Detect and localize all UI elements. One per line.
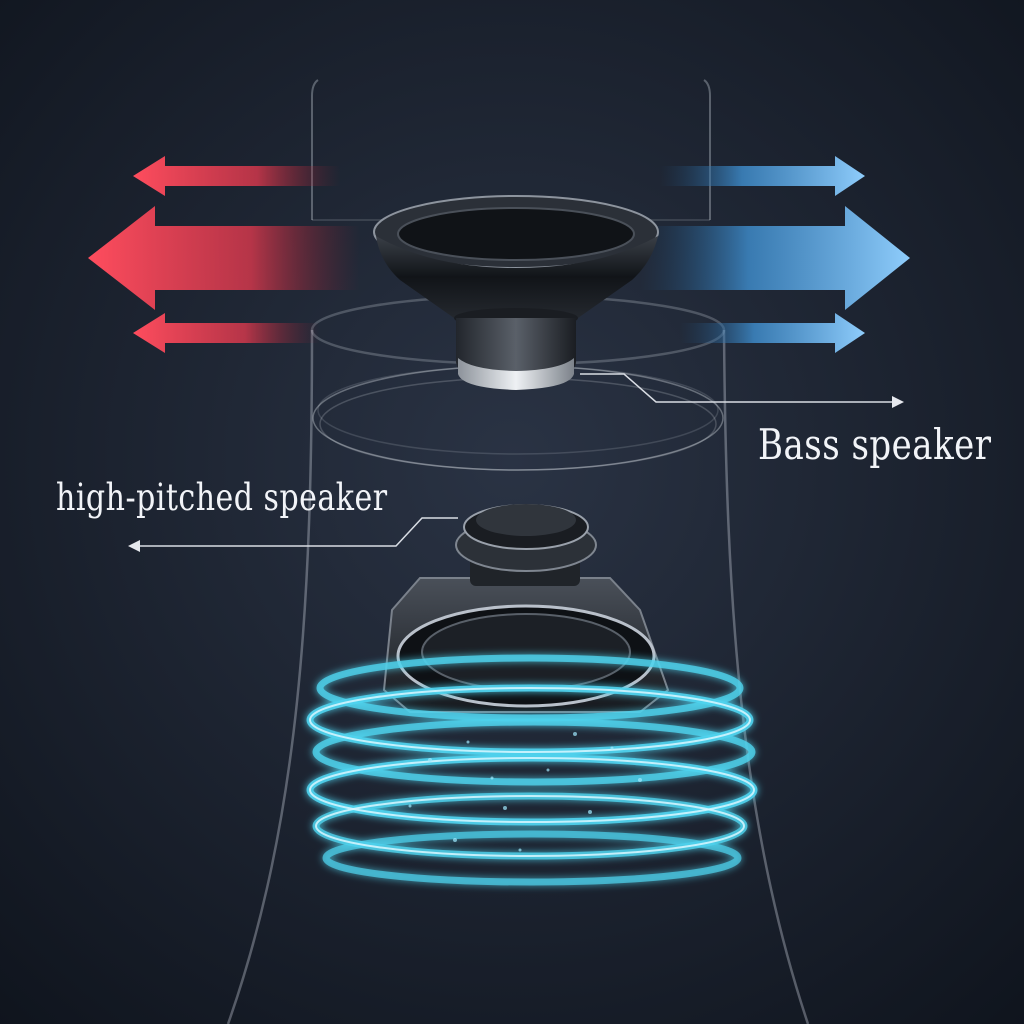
arrow-left-icon [88,156,360,353]
callout-line-high-pitched [128,517,458,552]
arrow-right-icon [640,156,910,353]
callout-line-bass [580,373,904,408]
high-pitched-speaker-label: high-pitched speaker [56,476,388,520]
sound-particles [408,732,642,852]
bass-speaker-label: Bass speaker [758,420,992,470]
bass-speaker-driver [373,195,659,390]
sound-wave-highlights [309,687,755,857]
